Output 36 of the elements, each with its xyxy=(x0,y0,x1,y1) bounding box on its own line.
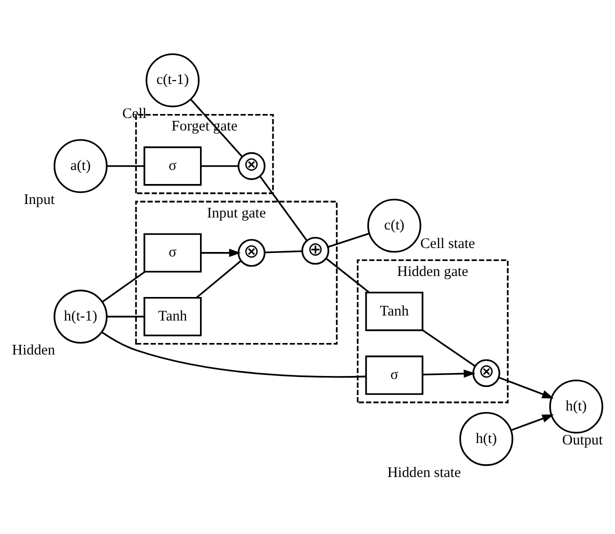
node-box: Tanh xyxy=(365,291,424,331)
arrow xyxy=(200,248,241,256)
node-circle: h(t) xyxy=(459,412,514,466)
node-box: σ xyxy=(365,355,424,394)
connector xyxy=(264,250,302,253)
node-label: Input xyxy=(24,191,55,208)
node-circle: ⊗ xyxy=(238,152,266,180)
node-label: Hidden state xyxy=(387,464,461,480)
connector xyxy=(259,175,308,240)
node-circle: c(t) xyxy=(367,198,422,252)
connector xyxy=(102,331,366,378)
arrow xyxy=(511,414,554,430)
node-circle: ⊕ xyxy=(301,236,330,264)
connector xyxy=(326,257,370,293)
node-label: Cell state xyxy=(420,235,476,252)
node-circle: a(t) xyxy=(54,138,108,193)
node-circle: c(t-1) xyxy=(146,52,200,107)
node-box: σ xyxy=(144,232,202,272)
arrow xyxy=(498,376,554,398)
connector xyxy=(196,260,242,298)
connector xyxy=(107,164,144,166)
node-circle: h(t-1) xyxy=(54,289,108,344)
connector xyxy=(102,270,146,302)
connector xyxy=(328,232,370,248)
arrow xyxy=(422,369,476,378)
node-box: σ xyxy=(144,146,202,186)
node-label: Hidden xyxy=(12,342,56,358)
connector xyxy=(200,164,238,166)
node-label: Output xyxy=(562,432,603,448)
node-circle: ⊗ xyxy=(238,238,266,266)
node-box: Tanh xyxy=(144,296,202,336)
node-circle: h(t) xyxy=(549,379,604,434)
node-circle: ⊗ xyxy=(472,358,500,387)
connector xyxy=(190,98,243,157)
connector xyxy=(107,315,144,317)
connector xyxy=(422,329,476,366)
